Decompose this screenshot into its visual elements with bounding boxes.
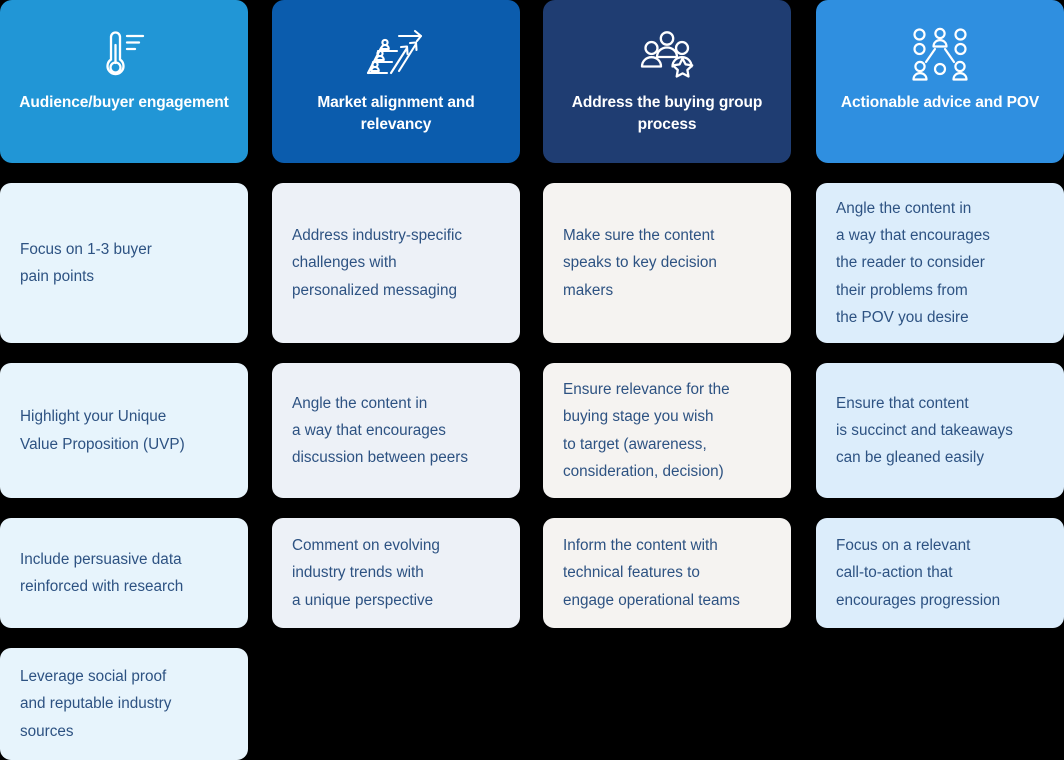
column-header-card-3[interactable]: Address the buying group process	[543, 0, 791, 163]
matrix-cell-c3-r2[interactable]: Ensure relevance for the buying stage yo…	[543, 363, 791, 498]
column-header-card-2[interactable]: Market alignment and relevancy	[272, 0, 520, 163]
matrix-cell-c3-r1[interactable]: Make sure the content speaks to key deci…	[543, 183, 791, 343]
column-header-title-2: Market alignment and relevancy	[317, 94, 475, 133]
matrix-cell-c3-r3[interactable]: Inform the content with technical featur…	[543, 518, 791, 628]
matrix-cell-text: Make sure the content speaks to key deci…	[563, 227, 717, 299]
matrix-cell-text: Include persuasive data reinforced with …	[20, 550, 184, 595]
matrix-cell-text: Highlight your Unique Value Proposition …	[20, 408, 185, 453]
growth-chart-people-icon	[365, 18, 427, 92]
matrix-cell-text: Ensure that content is succinct and take…	[836, 394, 1013, 467]
matrix-cell-text: Focus on 1-3 buyer pain points	[20, 240, 152, 285]
matrix-cell-c2-r3[interactable]: Comment on evolving industry trends with…	[272, 518, 520, 628]
thermometer-icon	[95, 18, 153, 92]
column-header-title-4: Actionable advice and POV	[840, 94, 1040, 111]
people-group-star-icon	[636, 18, 698, 92]
matrix-cell-c2-r2[interactable]: Angle the content in a way that encourag…	[272, 363, 520, 498]
people-network-icon	[909, 18, 971, 92]
matrix-cell-text: Angle the content in a way that encourag…	[292, 394, 469, 467]
matrix-column-market-alignment-relevancy: Market alignment and relevancy Address i…	[272, 0, 520, 760]
matrix-cell-c4-r2[interactable]: Ensure that content is succinct and take…	[816, 363, 1064, 498]
matrix-column-audience-buyer-engagement: Audience/buyer engagement Focus on 1-3 b…	[0, 0, 248, 760]
matrix-cell-c1-r4[interactable]: Leverage social proof and reputable indu…	[0, 648, 248, 760]
matrix-column-address-buying-group-process: Address the buying group process Make su…	[543, 0, 791, 760]
matrix-cell-text: Inform the content with technical featur…	[563, 537, 740, 609]
matrix-cell-text: Comment on evolving industry trends with…	[292, 537, 440, 609]
matrix-cell-c2-r1[interactable]: Address industry-specific challenges wit…	[272, 183, 520, 343]
matrix-cell-c1-r2[interactable]: Highlight your Unique Value Proposition …	[0, 363, 248, 498]
matrix-column-actionable-advice-pov: Actionable advice and POV Angle the cont…	[816, 0, 1064, 760]
column-header-title-1: Audience/buyer engagement	[19, 94, 229, 111]
column-header-card-1[interactable]: Audience/buyer engagement	[0, 0, 248, 163]
matrix-cell-c4-r3[interactable]: Focus on a relevant call-to-action that …	[816, 518, 1064, 628]
matrix-cell-text: Angle the content in a way that encourag…	[836, 199, 990, 326]
matrix-cell-c1-r3[interactable]: Include persuasive data reinforced with …	[0, 518, 248, 628]
matrix-cell-text: Focus on a relevant call-to-action that …	[836, 537, 1001, 609]
matrix-cell-text: Ensure relevance for the buying stage yo…	[563, 381, 730, 480]
matrix-cell-text: Leverage social proof and reputable indu…	[20, 668, 172, 740]
column-header-title-3: Address the buying group process	[571, 94, 763, 133]
matrix-cell-c4-r1[interactable]: Angle the content in a way that encourag…	[816, 183, 1064, 343]
matrix-cell-c1-r1[interactable]: Focus on 1-3 buyer pain points	[0, 183, 248, 343]
column-header-card-4[interactable]: Actionable advice and POV	[816, 0, 1064, 163]
matrix-cell-text: Address industry-specific challenges wit…	[292, 227, 463, 299]
